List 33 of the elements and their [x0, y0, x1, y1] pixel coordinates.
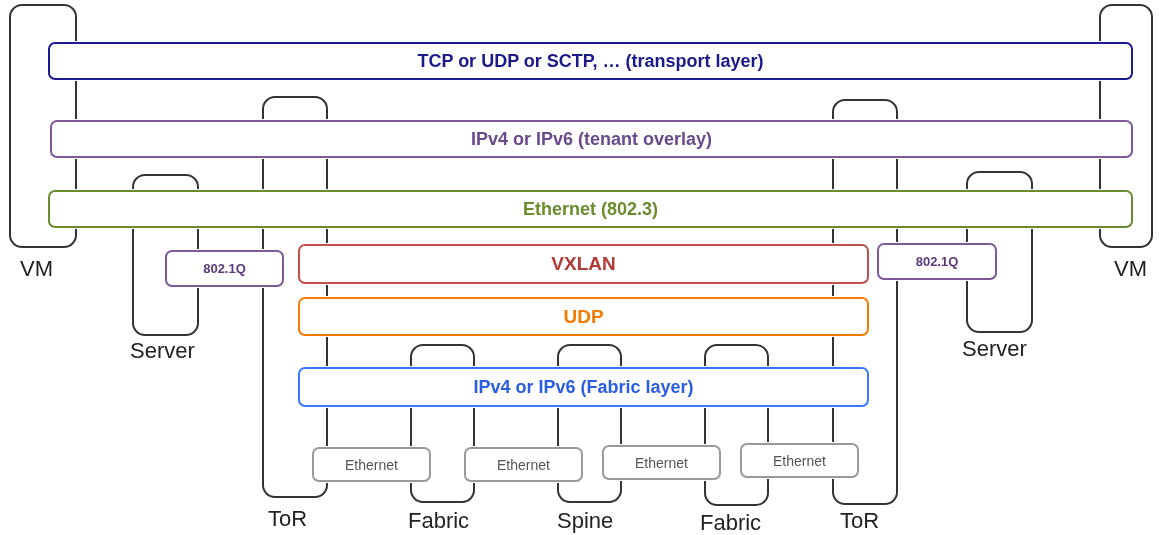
interface-box [464, 447, 583, 482]
layer-label: 802.1Q [915, 254, 959, 269]
device-label: ToR [268, 506, 308, 532]
layer-label: UDP [563, 305, 604, 328]
layer-band [298, 244, 869, 284]
interface-box [740, 443, 859, 478]
layer-label: IPv4 or IPv6 (tenant overlay) [470, 128, 713, 150]
layer-band [48, 190, 1133, 228]
device-label: VM [20, 256, 53, 282]
device-label: VM [1114, 256, 1147, 282]
device-label: ToR [840, 508, 880, 534]
device-label: Fabric [700, 510, 762, 535]
layer-label: IPv4 or IPv6 (Fabric layer) [473, 376, 694, 398]
layer-label: Ethernet (802.3) [522, 198, 658, 220]
device-label: Spine [557, 508, 614, 534]
interface-box [312, 447, 431, 482]
layer-label: TCP or UDP or SCTP, … (transport layer) [417, 50, 764, 72]
layer-label: 802.1Q [203, 261, 246, 276]
layer-label: Ethernet [773, 452, 826, 469]
interface-box [602, 445, 721, 480]
layer-label: Ethernet [635, 454, 688, 471]
device-label: Server [962, 336, 1027, 362]
device-label: Fabric [408, 508, 470, 534]
layer-band [298, 297, 869, 336]
layer-label: Ethernet [345, 456, 398, 473]
layer-band [50, 120, 1133, 158]
layer-band [48, 42, 1133, 80]
layer-label: Ethernet [497, 456, 550, 473]
layer-band [165, 250, 284, 287]
layer-band [298, 367, 869, 407]
layer-label: VXLAN [551, 253, 616, 275]
device-label: Server [130, 338, 195, 364]
layer-band [877, 243, 997, 280]
